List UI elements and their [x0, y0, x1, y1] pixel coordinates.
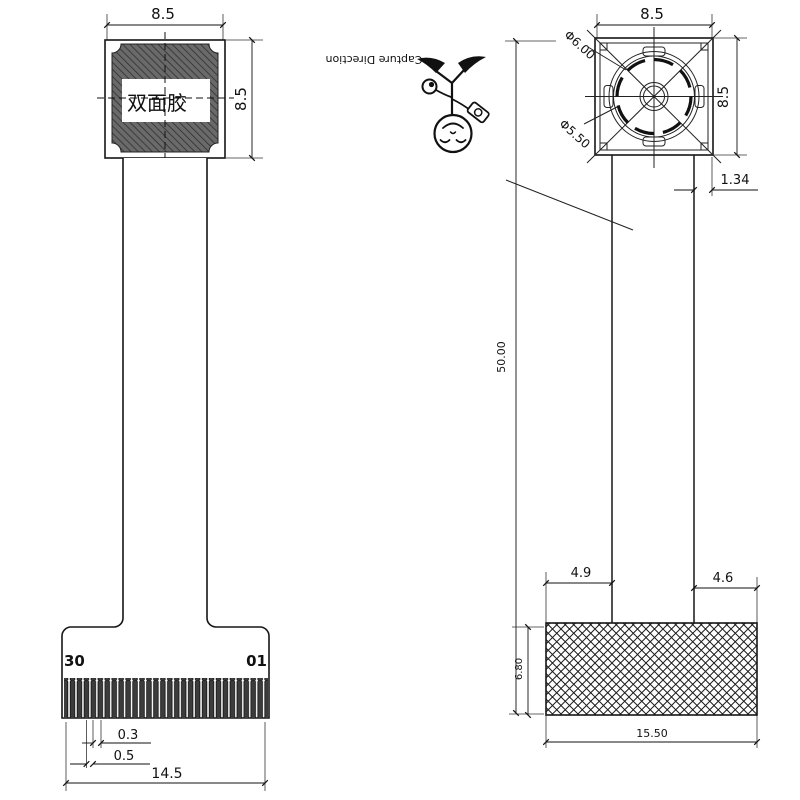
flex-cable-and-connector: [61, 158, 270, 719]
connector-pins: [64, 678, 268, 718]
pin-30-label: 30: [64, 652, 85, 670]
fist-dot: [428, 81, 435, 88]
stiffener-width-label: 15.50: [636, 727, 668, 740]
stem-reference-leader: [505, 179, 634, 231]
stiffener-height-dimension: 6.80: [512, 623, 544, 719]
left-top-width-dimension: 8.5: [103, 5, 227, 40]
right-top-width-label: 8.5: [640, 5, 664, 23]
dia-outer-label: Φ6.00: [562, 28, 598, 63]
mouth-arc: [442, 122, 464, 129]
dia-outer-leader: [587, 46, 627, 71]
connector-width-label: 14.5: [151, 766, 182, 782]
lens-assembly: [603, 46, 705, 147]
head-circle: [433, 113, 473, 154]
eyes-arcs: [439, 139, 467, 144]
hand-wedge-left: [417, 57, 445, 73]
fist-circle: [421, 78, 438, 95]
right-view: 8.5 50.00: [495, 5, 761, 748]
stiffener-right-label: 4.6: [713, 571, 734, 586]
adhesive-sticker: [122, 79, 210, 122]
stiffener-left-label: 4.9: [571, 566, 592, 581]
pin-pitch-label: 0.5: [114, 749, 135, 764]
lens-segment-ring: [615, 57, 693, 136]
pin-01-label: 01: [246, 652, 267, 670]
edge-offset-dimension: 1.34: [674, 157, 758, 196]
hand-wedge-right: [458, 56, 486, 73]
stiffener-width-dimension: 15.50: [542, 727, 761, 746]
stiffener-block: [545, 622, 758, 716]
overall-length-dimension: 50.00: [495, 37, 556, 717]
edge-offset-label: 1.34: [721, 173, 750, 188]
overall-length-label: 50.00: [495, 341, 508, 373]
pin-pitch-dimensions: 0.3 0.5: [70, 720, 151, 768]
right-side-height-label: 8.5: [716, 86, 732, 108]
left-side-height-label: 8.5: [232, 87, 250, 111]
left-view: 8.5 双面胶 8.5 30 01 0.3: [61, 5, 270, 791]
adhesive-label: 双面胶: [127, 91, 187, 115]
right-top-width-dimension: 8.5: [593, 5, 716, 38]
dia-inner-leader: [583, 106, 618, 125]
right-side-height-dimension: 8.5: [714, 34, 747, 159]
left-side-height-dimension: 8.5: [226, 36, 263, 162]
stiffener-height-label: 6.80: [514, 658, 525, 680]
capture-direction-label: Capture Direction: [326, 53, 423, 66]
nose-arc: [449, 131, 457, 135]
camera-icon: [466, 101, 490, 124]
connector-width-dimension: 14.5: [62, 722, 269, 791]
pin-width-label: 0.3: [118, 728, 139, 743]
left-top-width-label: 8.5: [151, 5, 175, 23]
capture-direction-icon: Capture Direction: [326, 53, 490, 154]
